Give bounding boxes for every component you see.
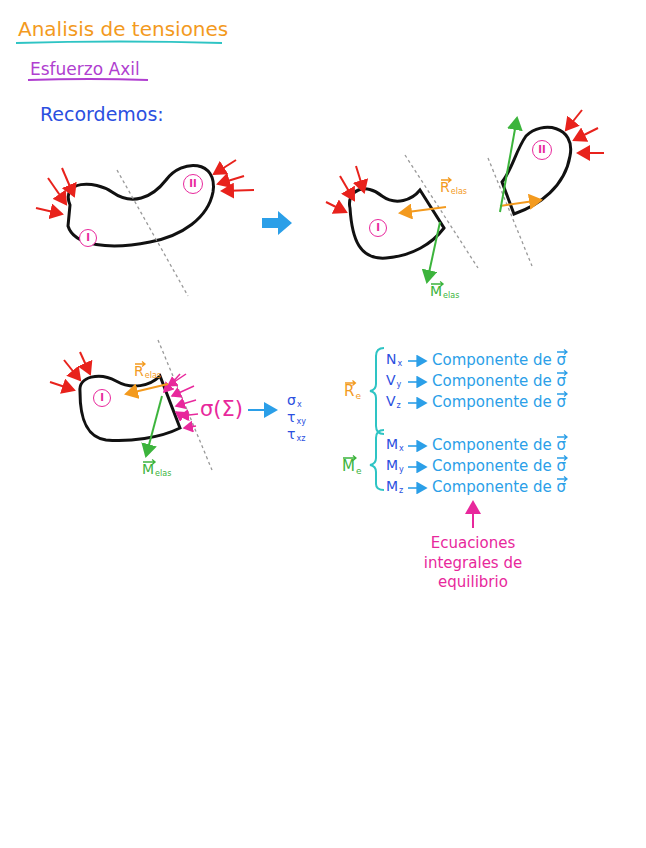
component-text: Componente de σ xyxy=(432,373,566,390)
stress-function: σ(Σ) xyxy=(200,398,243,421)
stress-symbol: τ xyxy=(287,410,295,425)
component-text: Componente de σ xyxy=(432,394,566,411)
subscript: xy xyxy=(296,418,305,427)
vector-name: M xyxy=(142,462,154,477)
subscript: z xyxy=(397,402,401,411)
component-text: Componente de σ xyxy=(432,437,566,454)
roman-numeral: II xyxy=(189,179,196,189)
vector-name: R xyxy=(134,364,144,379)
roman-circle: I xyxy=(93,389,111,407)
subscript: xz xyxy=(296,435,305,444)
subscript: x xyxy=(297,401,302,410)
force-component: V xyxy=(386,394,396,409)
vector-name: R xyxy=(344,383,354,400)
roman-numeral: II xyxy=(538,145,545,155)
subscript: y xyxy=(397,381,402,390)
component-text: Componente de σ xyxy=(432,479,566,496)
note-heading: Recordemos: xyxy=(40,104,164,125)
subscript: elas xyxy=(443,292,459,301)
vector-name: M xyxy=(430,284,442,299)
note-text: Ecuaciones integrales de equilibrio xyxy=(393,534,553,593)
moment-component: M xyxy=(386,437,398,452)
roman-circle: I xyxy=(79,229,97,247)
roman-numeral: I xyxy=(86,233,90,243)
subscript: e xyxy=(356,467,362,477)
subscript: elas xyxy=(155,470,171,479)
stress-symbol: τ xyxy=(287,427,295,442)
subtitle: Esfuerzo Axil xyxy=(30,60,140,79)
page-title: Analisis de tensiones xyxy=(18,18,228,40)
roman-numeral: I xyxy=(376,223,380,233)
component-text: Componente de σ xyxy=(432,352,566,369)
roman-circle: I xyxy=(369,219,387,237)
subscript: y xyxy=(399,466,404,475)
moment-component: M xyxy=(386,458,398,473)
force-component: N xyxy=(386,352,396,367)
moment-component: M xyxy=(386,479,398,494)
subscript: e xyxy=(355,392,361,402)
subscript: z xyxy=(399,487,403,496)
roman-circle: II xyxy=(532,140,552,160)
roman-numeral: I xyxy=(100,393,104,403)
vector-name: M xyxy=(342,458,355,475)
component-text: Componente de σ xyxy=(432,458,566,475)
roman-circle: II xyxy=(183,174,203,194)
subscript: elas xyxy=(145,372,161,381)
stress-symbol: σ xyxy=(287,393,296,408)
subscript: x xyxy=(399,445,404,454)
subscript: x xyxy=(397,360,402,369)
subscript: elas xyxy=(451,188,467,197)
force-component: V xyxy=(386,373,396,388)
vector-name: R xyxy=(440,180,450,195)
